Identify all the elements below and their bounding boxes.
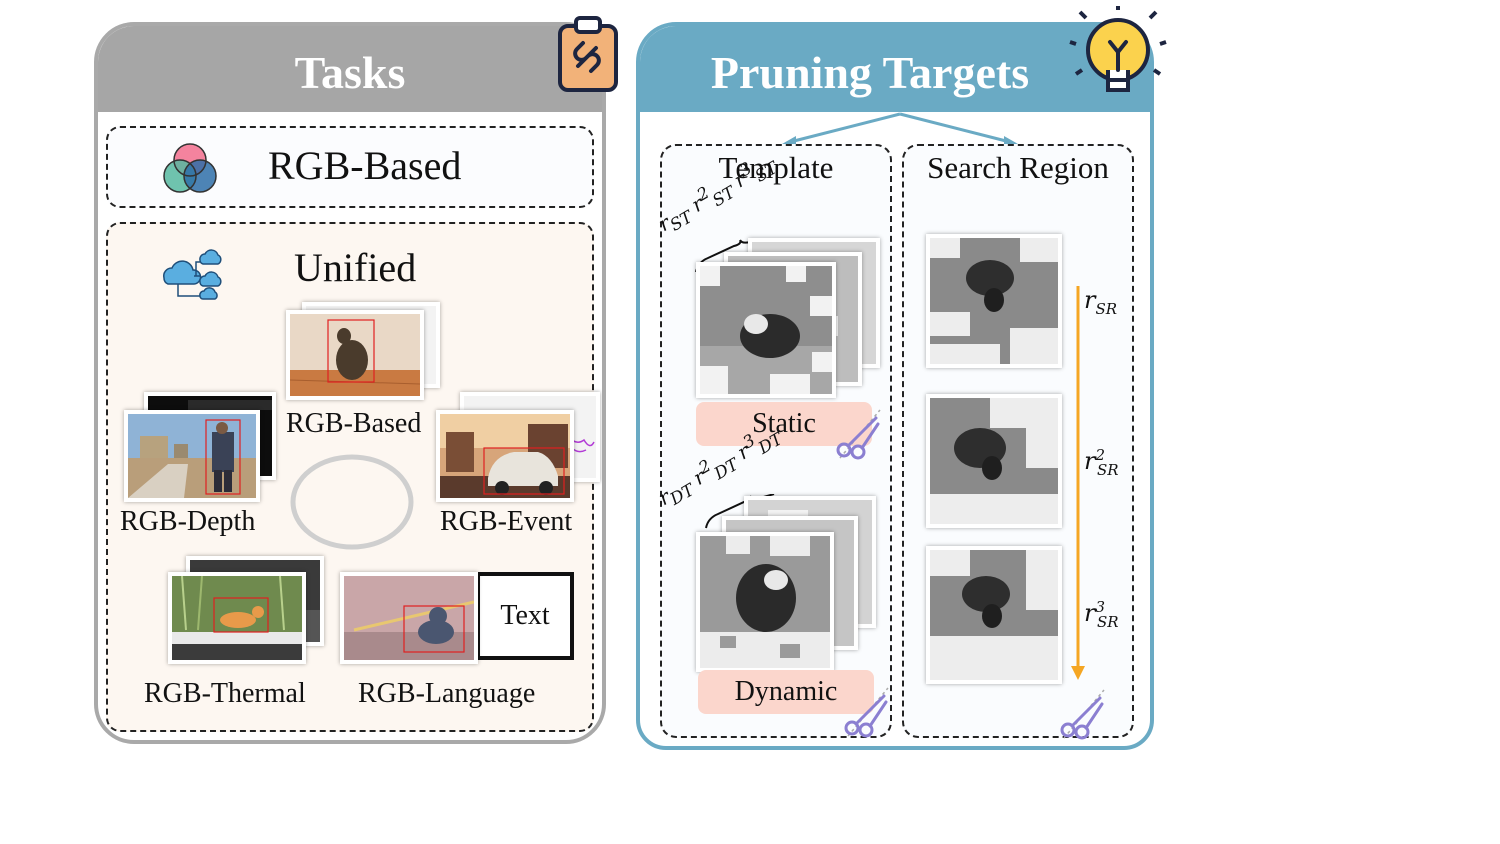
car-scene	[440, 414, 570, 498]
search-image-2	[930, 398, 1058, 524]
pruning-header	[640, 26, 1150, 112]
tasks-panel: Tasks RGB-Based Unified	[94, 22, 606, 744]
scissors-icon	[844, 687, 889, 738]
sr-ratio-3: r3SR	[1084, 598, 1119, 631]
rgb-photo	[286, 310, 424, 400]
sr-ratio-2: r2SR	[1084, 446, 1119, 479]
caption-rgb-based: RGB-Based	[286, 408, 422, 439]
tom-cat-scene	[344, 576, 474, 660]
tasks-header	[98, 26, 602, 112]
template-column: Template rST r2ST r3ST	[654, 144, 892, 738]
static-frame-1	[696, 262, 836, 398]
depth-photo	[124, 410, 260, 502]
pruning-panel: Pruning Targets Template rST r2ST r3ST	[636, 22, 1154, 750]
cloud-network-icon	[163, 249, 222, 300]
caption-rgb-thermal: RGB-Thermal	[144, 678, 306, 709]
scissors-icon	[836, 409, 881, 460]
language-photo	[340, 572, 478, 664]
street-scene	[128, 414, 256, 498]
venn-icon	[163, 143, 217, 193]
unified-box: Unified RGB-Based	[106, 222, 600, 732]
cat-ledge-scene	[172, 576, 302, 660]
tasks-title: Tasks	[294, 47, 406, 98]
caption-rgb-language: RGB-Language	[358, 678, 536, 709]
search-frame-1	[926, 234, 1062, 368]
clipboard-link-icon	[558, 16, 618, 92]
text-box: Text	[476, 572, 574, 660]
cat-scene	[290, 314, 420, 396]
static-label: Static	[696, 402, 872, 446]
caption-rgb-depth: RGB-Depth	[120, 506, 256, 537]
search-frame-3	[926, 546, 1062, 684]
search-image-3	[930, 550, 1058, 680]
dynamic-frame-1	[696, 532, 834, 672]
thermal-photo	[168, 572, 306, 664]
text-box-label: Text	[500, 600, 550, 631]
search-region-column: Search Region	[902, 144, 1134, 740]
dynamic-label: Dynamic	[698, 670, 874, 714]
scissors-icon	[1060, 689, 1105, 740]
unified-label: Unified	[294, 245, 417, 290]
search-region-title: Search Region	[927, 150, 1109, 185]
sr-ratio-1: rSR	[1084, 286, 1118, 318]
search-frame-2	[926, 394, 1062, 528]
template-title: Template	[718, 150, 834, 185]
event-photo	[436, 410, 574, 502]
rgb-based-label: RGB-Based	[268, 143, 462, 188]
caption-rgb-event: RGB-Event	[440, 506, 573, 537]
center-ellipse	[290, 454, 414, 550]
lightbulb-icon	[1069, 6, 1167, 92]
static-template-image	[700, 266, 832, 394]
dynamic-template-image	[700, 536, 830, 668]
search-image-1	[930, 238, 1058, 364]
pruning-title: Pruning Targets	[710, 47, 1030, 98]
rgb-based-box: RGB-Based	[106, 126, 594, 208]
sr-ratio-arrow	[1071, 286, 1085, 680]
